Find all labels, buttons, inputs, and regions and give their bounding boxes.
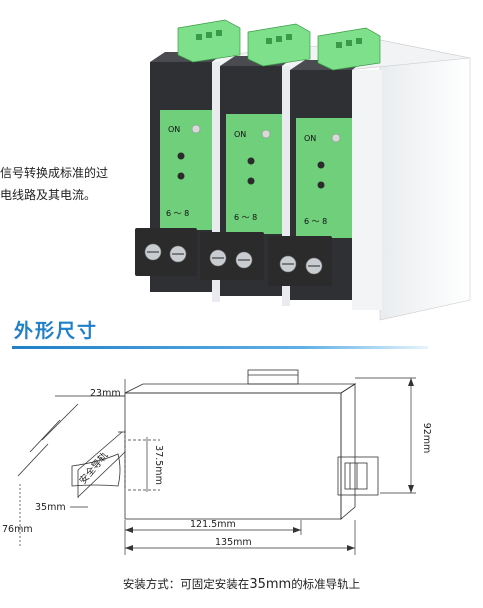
scale-label: 6 ～ 8: [234, 213, 257, 222]
dim-35mm: 35mm: [35, 502, 66, 513]
dim-23mm: 23mm: [90, 388, 121, 399]
module-1: ON 6 ～ 8: [150, 19, 241, 302]
dim-76mm: 76mm: [2, 524, 33, 535]
dimension-lines: [19, 377, 416, 555]
top-terminal: [247, 369, 299, 385]
terminal-blocks: [135, 228, 332, 286]
dim-135mm: 135mm: [215, 537, 252, 548]
dimension-drawing: 23mm 92mm 37.5mm 安全导轨 35mm 76mm 121.5mm …: [2, 369, 432, 555]
on-label: ON: [168, 125, 180, 134]
on-label: ON: [304, 134, 316, 143]
section-title: 外形尺寸: [14, 320, 99, 342]
dim-92mm: 92mm: [421, 423, 432, 454]
intro-line-1: 信号转换成标准的过: [0, 166, 109, 180]
dim-121-5mm: 121.5mm: [190, 519, 236, 530]
on-label: ON: [234, 130, 246, 139]
top-connector: [247, 23, 311, 67]
title-underline: [12, 346, 428, 349]
caption-size: 35mm: [249, 577, 292, 592]
housing-side: [340, 383, 356, 520]
dim-37-5mm: 37.5mm: [153, 445, 164, 485]
intro-text: 信号转换成标准的过 电线路及其电流。: [0, 162, 108, 206]
rail-label: 安全导轨: [77, 449, 111, 486]
led-indicator: [261, 129, 271, 139]
top-connector: [317, 27, 381, 71]
scale-label: 6 ～ 8: [166, 209, 189, 218]
scale-label: 6 ～ 8: [304, 217, 327, 226]
caption-suffix: 的标准导轨上: [291, 577, 361, 591]
caption-prefix: 安装方式：可固定安装在: [122, 577, 250, 591]
product-photo: ON 6 ～ 8 ON 6 ～ 8 ON: [135, 19, 471, 321]
led-indicator: [191, 124, 201, 134]
housing-top: [124, 383, 357, 394]
side-terminal: [337, 456, 379, 496]
led-indicator: [331, 133, 341, 143]
top-connector: [177, 19, 241, 63]
intro-line-2: 电线路及其电流。: [0, 188, 97, 202]
installation-caption: 安装方式：可固定安装在35mm的标准导轨上: [0, 576, 483, 592]
